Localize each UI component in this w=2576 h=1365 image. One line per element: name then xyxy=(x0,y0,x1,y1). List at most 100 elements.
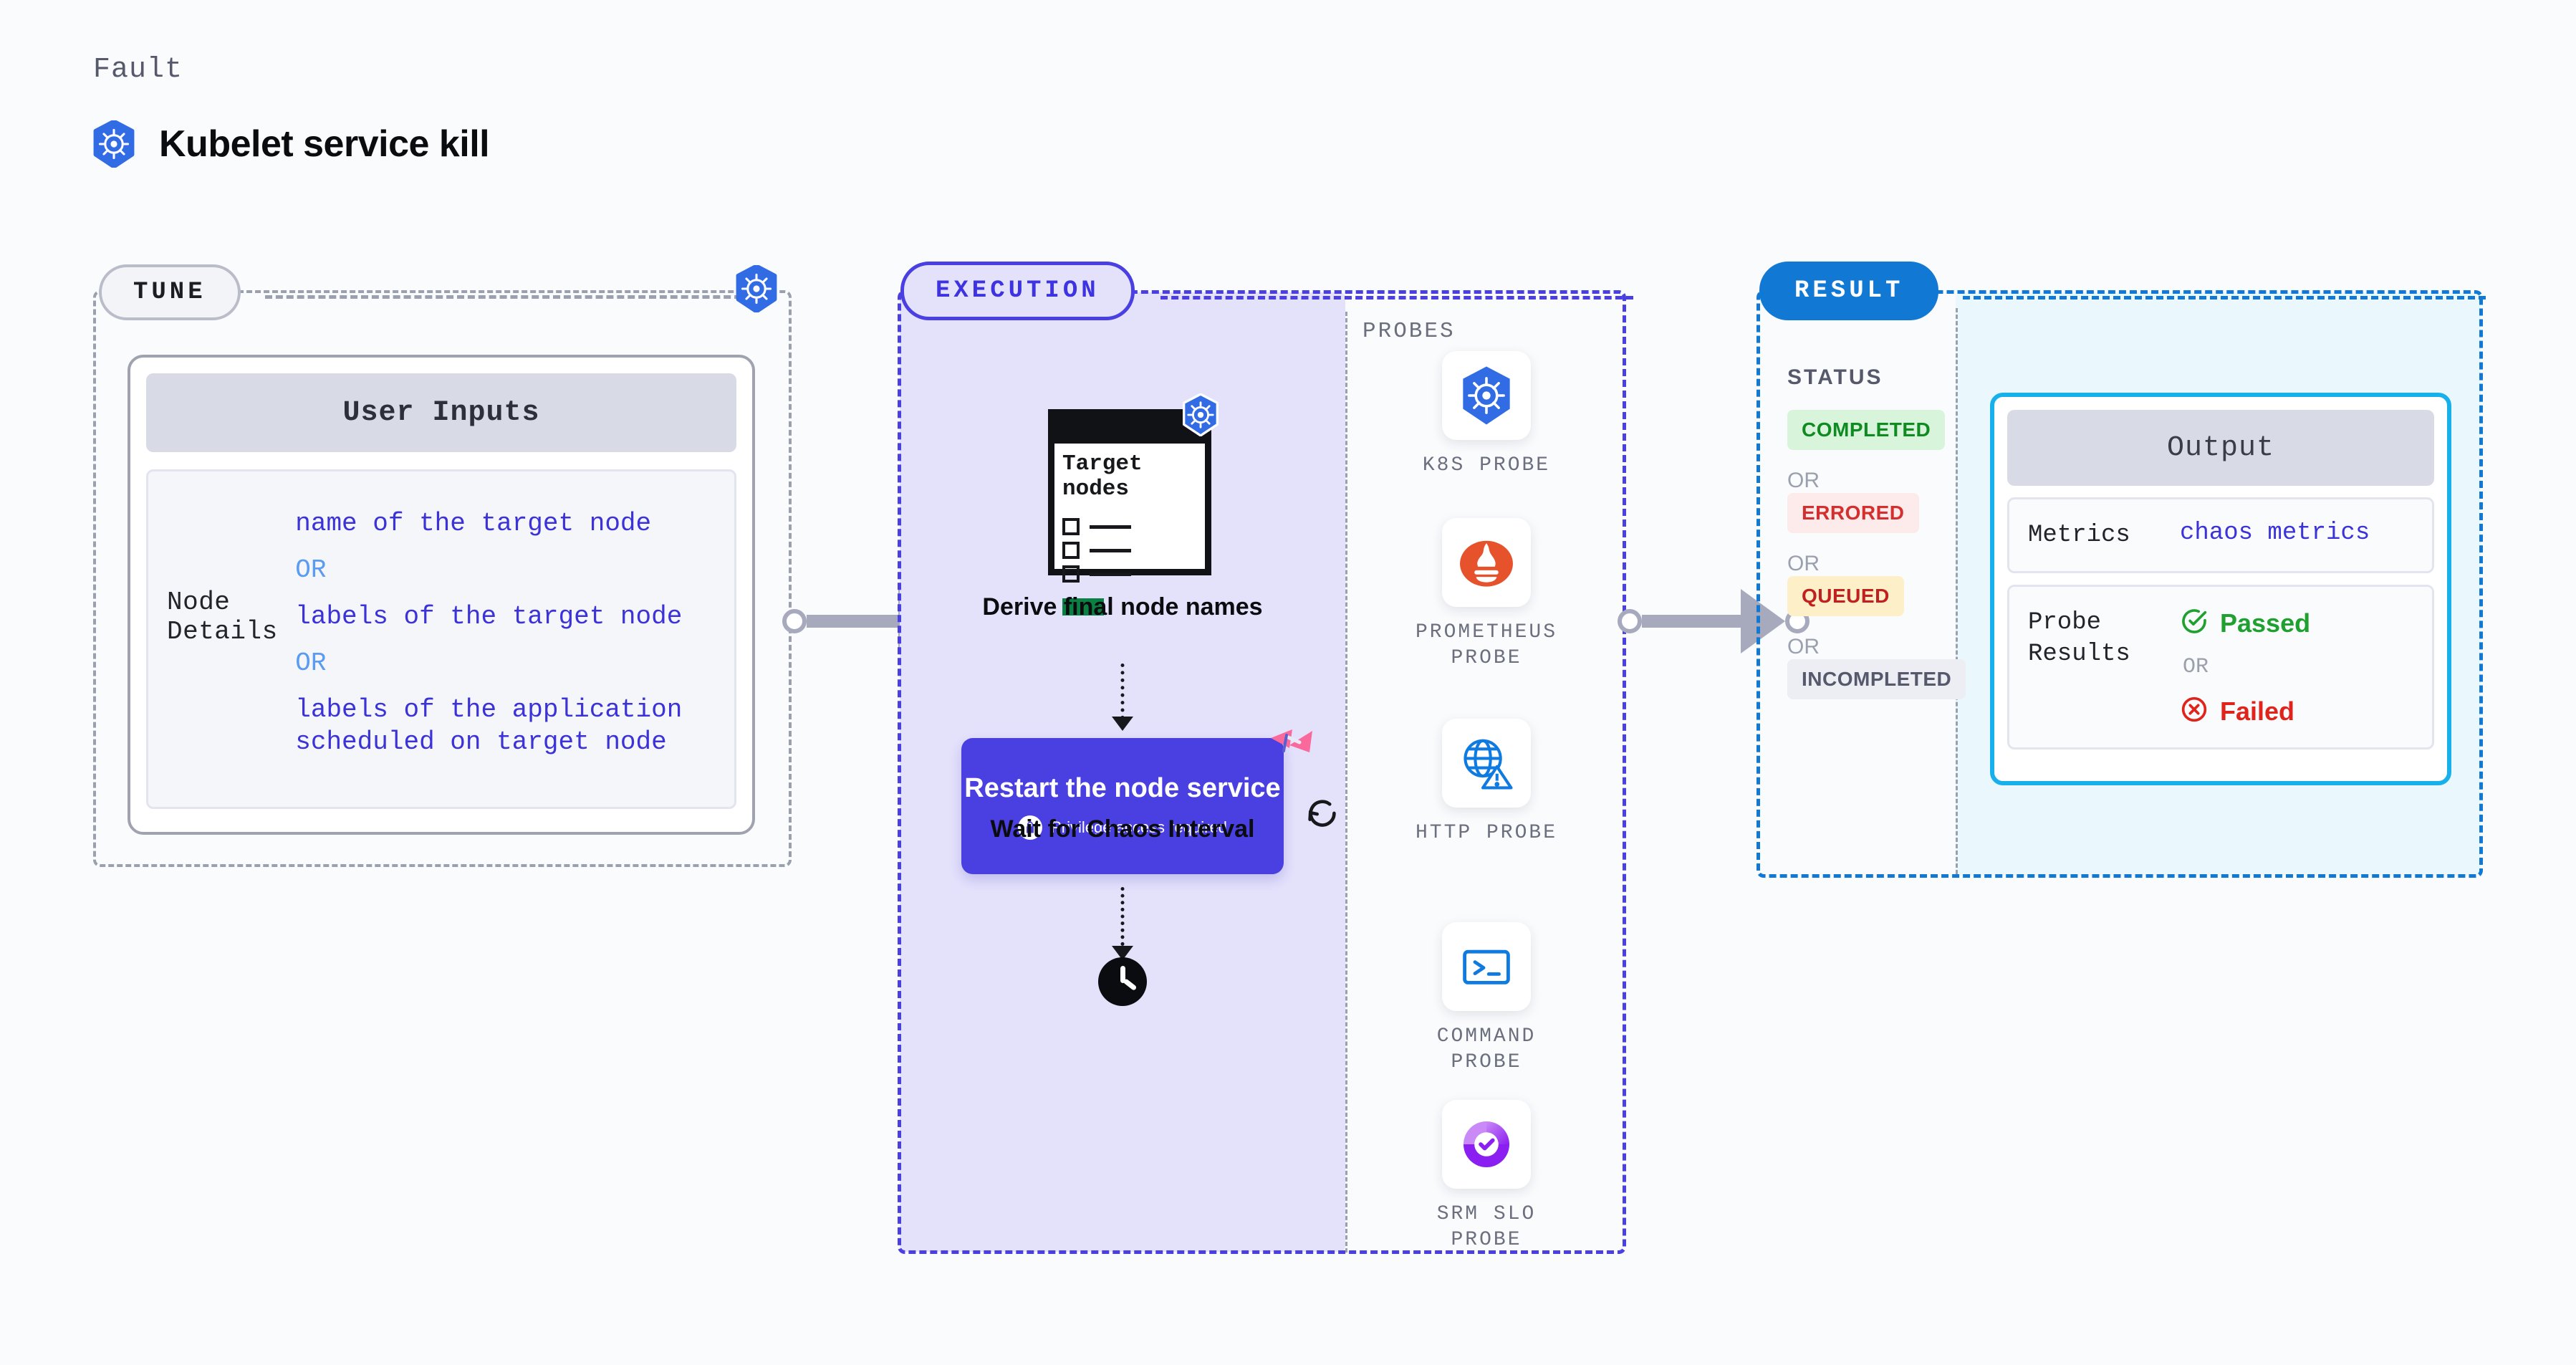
derive-step-caption: Derive final node names xyxy=(982,593,1263,621)
check-circle-icon xyxy=(2180,607,2209,639)
doc-title: Target nodes xyxy=(1062,451,1143,502)
probe-command[interactable]: COMMAND PROBE xyxy=(1415,922,1558,1076)
privilege-label: Privilege access required xyxy=(1051,818,1227,836)
doc-line xyxy=(1090,572,1131,576)
flow-connector xyxy=(1120,887,1125,946)
probe-label: SRM SLO PROBE xyxy=(1436,1203,1537,1252)
probe-label: K8S PROBE xyxy=(1422,454,1551,476)
probe-srm-slo[interactable]: SRM SLO PROBE xyxy=(1415,1100,1558,1254)
kubernetes-icon xyxy=(734,265,779,312)
probe-tile xyxy=(1442,1100,1531,1189)
harness-icon xyxy=(1268,727,1315,775)
output-metrics-row: Metrics chaos metrics xyxy=(2007,497,2434,574)
or-separator: OR xyxy=(2183,655,2209,680)
probe-tile xyxy=(1442,922,1531,1011)
wait-step-caption: Wait for Chaos Interval xyxy=(990,815,1255,843)
or-separator: OR xyxy=(295,648,327,678)
result-tag: RESULT xyxy=(1759,262,1939,320)
fault-title-row: Kubelet service kill xyxy=(92,120,490,168)
status-badge-incompleted: INCOMPLETED xyxy=(1787,659,1966,699)
connector-arrowhead xyxy=(1741,589,1785,653)
probe-label: HTTP PROBE xyxy=(1415,822,1558,844)
status-badge-queued: QUEUED xyxy=(1787,576,1904,616)
doc-checklist xyxy=(1062,518,1131,589)
restart-node-service-step: Restart the node service Privilege acces… xyxy=(961,729,1312,874)
doc-checklist-row xyxy=(1062,542,1131,559)
clock-hand xyxy=(1120,966,1125,983)
user-inputs-body: Node Details name of the target node OR … xyxy=(146,469,736,809)
probe-http[interactable]: HTTP PROBE xyxy=(1415,719,1558,846)
status-divider xyxy=(1956,308,1958,874)
or-separator: OR xyxy=(1787,469,1820,492)
retry-icon xyxy=(1303,794,1342,836)
doc-green-bar xyxy=(1062,598,1104,616)
result-panel: RESULT xyxy=(1756,262,2483,878)
status-badge-errored: ERRORED xyxy=(1787,493,1919,533)
result-panel-border xyxy=(1756,290,2483,878)
passed-label: Passed xyxy=(2220,608,2311,638)
execution-tag: EXECUTION xyxy=(900,262,1135,320)
probe-result-failed: Failed xyxy=(2180,695,2310,727)
checkbox-icon xyxy=(1062,518,1080,535)
probe-results-values: Passed OR Failed xyxy=(2180,607,2310,727)
node-details-values: name of the target node OR labels of the… xyxy=(295,507,716,758)
tune-panel: TUNE User Inputs Node Details name of th… xyxy=(93,264,792,867)
node-detail-value: name of the target node xyxy=(295,509,652,538)
status-column: STATUS COMPLETED OR ERRORED OR QUEUED OR… xyxy=(1787,365,1966,699)
probes-label: PROBES xyxy=(1363,319,1456,344)
connector-shaft xyxy=(807,615,900,628)
failed-label: Failed xyxy=(2220,696,2295,726)
output-header: Output xyxy=(2007,410,2434,486)
kubernetes-icon xyxy=(92,120,136,168)
flow-connector xyxy=(1120,664,1125,719)
checkbox-icon xyxy=(1062,565,1080,583)
result-tag-connector xyxy=(1963,296,2486,300)
node-details-key: Node Details xyxy=(167,588,278,646)
privilege-note: Privilege access required xyxy=(1018,815,1227,840)
tune-tag: TUNE xyxy=(99,264,241,320)
or-separator: OR xyxy=(295,555,327,585)
execution-panel: EXECUTION xyxy=(898,262,1626,1254)
node-detail-value: labels of the application scheduled on t… xyxy=(295,695,683,757)
doc-checklist-row xyxy=(1062,518,1131,535)
connector-dot xyxy=(782,609,807,633)
node-detail-value: labels of the target node xyxy=(295,602,683,631)
probe-label: COMMAND PROBE xyxy=(1436,1025,1537,1074)
user-inputs-header: User Inputs xyxy=(146,373,736,452)
probe-result-passed: Passed xyxy=(2180,607,2310,639)
connector-dot xyxy=(1618,609,1642,633)
doc-line xyxy=(1090,525,1131,529)
x-circle-icon xyxy=(2180,695,2209,727)
clock-icon xyxy=(1098,957,1147,1006)
probe-label: PROMETHEUS PROBE xyxy=(1415,621,1558,670)
kubernetes-icon xyxy=(1181,393,1221,436)
probe-tile xyxy=(1442,518,1531,607)
doc-line xyxy=(1090,548,1131,552)
or-separator: OR xyxy=(1787,552,1820,575)
execution-panel-border xyxy=(898,290,1626,1254)
tune-tag-connector xyxy=(265,295,752,299)
lock-icon xyxy=(1018,815,1043,840)
or-separator: OR xyxy=(1787,635,1820,658)
metrics-value: chaos metrics xyxy=(2180,519,2370,547)
metrics-key: Metrics xyxy=(2028,522,2130,549)
probe-tile xyxy=(1442,351,1531,440)
restart-step-title: Restart the node service xyxy=(964,773,1281,804)
execution-tag-connector xyxy=(1160,296,1633,300)
probe-tile xyxy=(1442,719,1531,808)
checkbox-icon xyxy=(1062,542,1080,559)
page-title: Kubelet service kill xyxy=(159,123,490,165)
probes-divider xyxy=(1345,312,1347,1253)
status-badge-completed: COMPLETED xyxy=(1787,410,1946,450)
fault-kicker: Fault xyxy=(93,54,183,86)
clock-hand xyxy=(1123,978,1138,992)
probe-k8s[interactable]: K8S PROBE xyxy=(1415,351,1558,479)
probe-prometheus[interactable]: PROMETHEUS PROBE xyxy=(1415,518,1558,672)
user-inputs-card: User Inputs Node Details name of the tar… xyxy=(128,355,755,835)
flow-arrowhead xyxy=(1112,946,1133,960)
connector-shaft xyxy=(1642,615,1742,628)
